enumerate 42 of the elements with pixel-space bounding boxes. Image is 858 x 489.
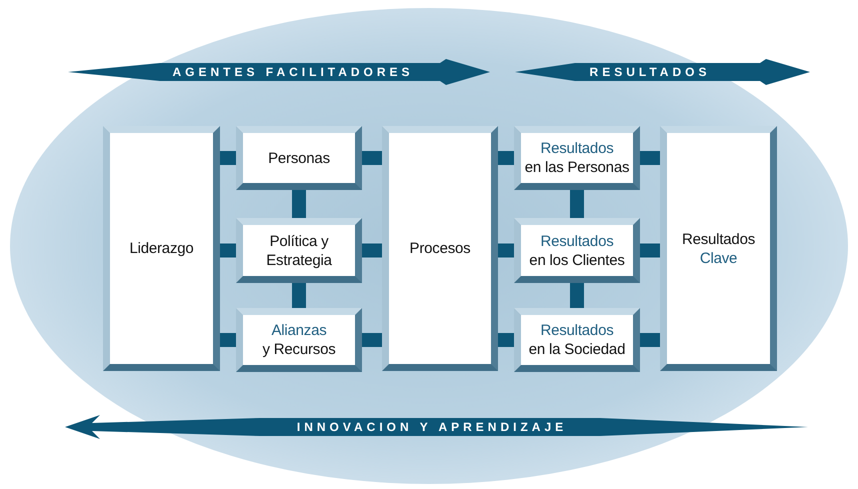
- connector-bar: [362, 151, 382, 165]
- box-label: Resultados: [540, 232, 614, 250]
- box-label: Resultados: [682, 230, 756, 248]
- box-label: Política y Estrategia: [265, 232, 333, 270]
- band-label: RESULTADOS: [590, 64, 710, 80]
- box-label: Resultados: [540, 139, 614, 158]
- band-label: AGENTES FACILITADORES: [172, 64, 414, 80]
- connector-bar: [292, 190, 306, 218]
- connector-bar: [570, 190, 584, 218]
- connector-bar: [498, 244, 514, 258]
- connector-bar: [498, 333, 514, 347]
- box-label: en los Clientes: [529, 250, 625, 270]
- connector-bar: [640, 333, 660, 347]
- model-box: [103, 126, 220, 371]
- model-box: [514, 308, 640, 372]
- model-box: [514, 218, 640, 283]
- connector-bar: [220, 151, 236, 165]
- box-label: Personas: [268, 148, 330, 168]
- box-label: Clave: [700, 248, 738, 268]
- model-box: [382, 126, 498, 371]
- box-label: en las Personas: [524, 158, 630, 177]
- model-box: [236, 218, 362, 283]
- connector-bar: [362, 333, 382, 347]
- model-box: [660, 126, 777, 371]
- model-box: [236, 308, 362, 372]
- connector-bar: [220, 244, 236, 258]
- connector-bar: [292, 283, 306, 308]
- connector-bar: [498, 151, 514, 165]
- model-box: [514, 126, 640, 190]
- connector-bar: [640, 151, 660, 165]
- box-label: Procesos: [410, 239, 470, 258]
- model-box: [236, 126, 362, 190]
- box-label: Liderazgo: [129, 239, 194, 258]
- connector-bar: [570, 283, 584, 308]
- box-label: Alianzas: [271, 321, 327, 340]
- box-label: Resultados: [540, 321, 614, 340]
- connector-bar: [640, 244, 660, 258]
- box-label: en la Sociedad: [528, 340, 626, 359]
- connector-bar: [362, 244, 382, 258]
- box-label: y Recursos: [262, 340, 336, 359]
- connector-bar: [220, 333, 236, 347]
- band-label: INNOVACION Y APRENDIZAJE: [296, 419, 568, 435]
